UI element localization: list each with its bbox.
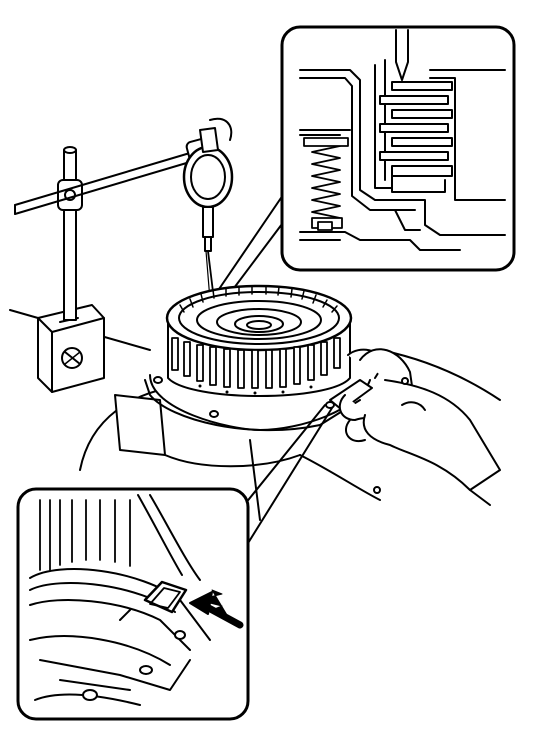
hand-icon	[329, 348, 501, 506]
workbench-outline	[9, 309, 501, 521]
stand-post	[14, 117, 233, 321]
detail-callout-oil-hole	[16, 487, 250, 721]
dial-gauge-icon	[182, 127, 234, 301]
clutch-drum-icon	[144, 284, 371, 432]
arrow-icon	[189, 589, 244, 629]
magnetic-base	[37, 304, 105, 393]
detail-callout-clutch-pack	[280, 25, 516, 272]
